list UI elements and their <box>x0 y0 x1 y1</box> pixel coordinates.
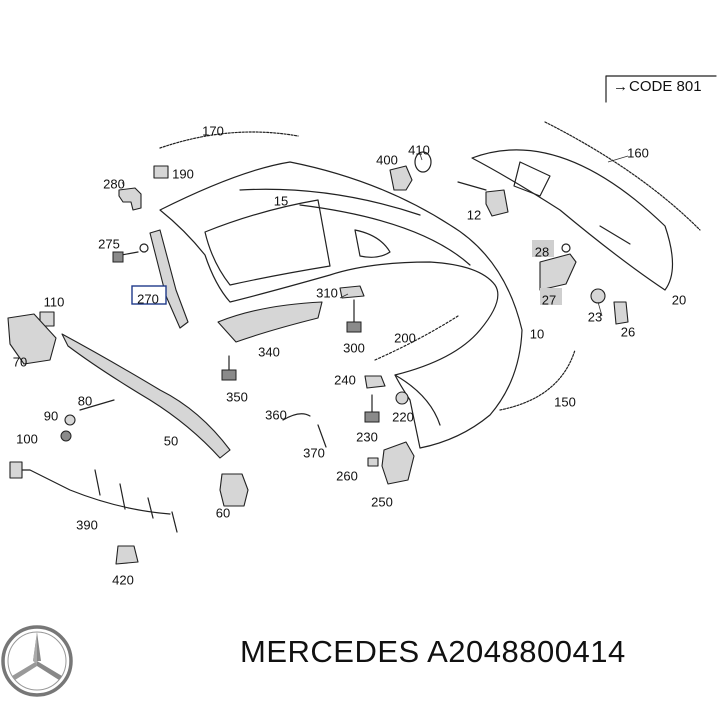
part-number: A2048800414 <box>427 634 626 669</box>
callout-70: 70 <box>13 354 27 369</box>
callout-230: 230 <box>356 429 378 444</box>
callout-20: 20 <box>672 292 686 307</box>
mercedes-star-icon <box>1 625 73 697</box>
callout-275: 275 <box>98 236 120 251</box>
part-250-cover <box>381 441 415 485</box>
part-410-ring <box>414 151 432 173</box>
callout-220: 220 <box>392 409 414 424</box>
callout-250: 250 <box>371 494 393 509</box>
callout-400: 400 <box>376 152 398 167</box>
code-arrow: → <box>613 78 628 95</box>
part-400-sensor <box>389 165 413 191</box>
code-label: CODE 801 <box>629 78 702 95</box>
brand-part-number-line: MERCEDES A2048800414 <box>240 634 710 684</box>
callout-labels: 170 190 280 15 400 410 160 12 275 28 270 310 27 20 110… <box>13 123 686 587</box>
part-10-bumper-cover <box>159 161 523 449</box>
callout-50: 50 <box>164 433 178 448</box>
callout-410: 410 <box>408 142 430 157</box>
callout-15: 15 <box>274 193 288 208</box>
part-20-diffuser <box>471 149 674 291</box>
callout-110: 110 <box>44 294 65 309</box>
callout-340: 340 <box>258 344 280 359</box>
callout-280: 280 <box>103 176 125 191</box>
callout-390: 390 <box>76 517 98 532</box>
highlight-27 <box>540 288 562 305</box>
part-200-trim <box>374 315 459 361</box>
highlight-28 <box>532 240 554 257</box>
callout-190: 190 <box>172 166 194 181</box>
code-box: → CODE 801 <box>605 75 717 103</box>
part-230-bolt <box>364 394 380 423</box>
part-12-bracket <box>485 189 509 217</box>
callout-270: 270 <box>137 291 159 306</box>
part-26-clip <box>613 301 629 325</box>
part-170-trim-strip <box>159 131 299 149</box>
part-360-pad <box>282 413 311 421</box>
callout-100: 100 <box>16 431 38 446</box>
part-70-bracket <box>7 313 57 365</box>
callout-28: 28 <box>535 244 549 259</box>
part-80-screw <box>79 399 115 411</box>
part-90-clip <box>64 414 76 426</box>
callout-170: 170 <box>202 123 224 138</box>
part-340-panel <box>217 301 323 343</box>
callout-370: 370 <box>303 445 325 460</box>
brand-name: MERCEDES <box>240 634 420 669</box>
part-160-strip <box>544 121 701 231</box>
part-300-bolt <box>346 299 362 333</box>
callout-160: 160 <box>627 145 649 160</box>
part-150-strip <box>499 349 576 411</box>
callout-300: 300 <box>343 340 365 355</box>
callout-260: 260 <box>336 468 358 483</box>
callout-23: 23 <box>588 309 602 324</box>
callout-90: 90 <box>44 408 58 423</box>
callout-420: 420 <box>112 572 134 587</box>
callout-10: 10 <box>530 326 544 341</box>
callout-60: 60 <box>216 505 230 520</box>
part-270-bracket <box>149 229 189 329</box>
callout-80: 80 <box>78 393 92 408</box>
callout-150: 150 <box>554 394 576 409</box>
part-100-clip <box>60 430 72 442</box>
part-190-clip <box>153 165 169 179</box>
part-350-bolt <box>221 355 237 381</box>
part-275-bolt <box>112 243 149 263</box>
part-28-clip <box>561 243 571 253</box>
part-390-wiring-harness <box>9 461 178 533</box>
callout-26: 26 <box>621 324 635 339</box>
part-220-nut <box>395 391 409 405</box>
callout-240: 240 <box>334 372 356 387</box>
part-50-lower-strip <box>61 333 231 459</box>
callout-27: 27 <box>542 292 556 307</box>
part-60-bracket <box>219 473 249 507</box>
callout-200: 200 <box>394 330 416 345</box>
part-280-bracket <box>118 187 142 211</box>
part-370-trim <box>317 424 327 448</box>
part-23-nut <box>590 288 606 304</box>
callout-310: 310 <box>316 285 338 300</box>
callout-350: 350 <box>226 389 248 404</box>
leader-lines <box>121 153 629 317</box>
box-270 <box>131 285 167 305</box>
part-110-grommet <box>39 311 55 327</box>
part-27-bracket <box>539 253 577 291</box>
part-420-clip <box>115 545 139 565</box>
callout-360: 360 <box>265 407 287 422</box>
callout-12: 12 <box>467 207 481 222</box>
part-260-clip <box>367 457 379 467</box>
part-240-clip <box>364 375 386 389</box>
